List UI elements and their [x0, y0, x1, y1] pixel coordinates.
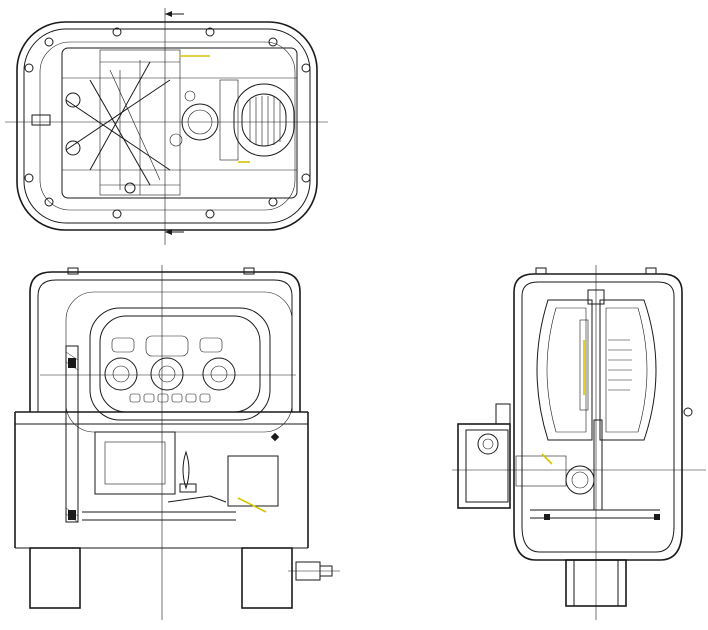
main-gear: [181, 103, 219, 141]
valve-body: [515, 455, 567, 487]
stud: [645, 267, 657, 275]
burner-ports: [104, 335, 236, 391]
valve-block: [94, 431, 176, 495]
left-column: [65, 345, 79, 523]
chamber-slats: [249, 96, 281, 146]
side-attachment: [457, 423, 511, 509]
housing-flange: [39, 41, 296, 211]
left-stub: [31, 114, 51, 126]
gear-left-upper: [65, 92, 81, 108]
connector-block: [219, 79, 239, 161]
front-housing: [29, 271, 301, 412]
highlight-wire: [541, 453, 553, 465]
stud: [67, 267, 79, 275]
housing-inner-outline: [23, 28, 311, 224]
stud: [535, 267, 547, 275]
gas-outlet-box: [227, 455, 279, 507]
arrow-head: [165, 11, 172, 17]
bolt-holes: [24, 27, 311, 219]
arrow-head: [165, 229, 172, 235]
side-housing: [513, 273, 683, 561]
bottom-outlet: [565, 559, 627, 607]
right-cup: [599, 299, 657, 441]
stud: [243, 267, 255, 275]
knob: [477, 433, 499, 455]
gear-left-lower: [65, 140, 81, 156]
right-foot: [241, 547, 293, 609]
left-cup: [536, 299, 593, 441]
gear-bottom: [124, 182, 136, 194]
left-foot: [29, 547, 81, 609]
highlight-wire: [237, 497, 267, 513]
flame-sensor: [182, 450, 190, 490]
bolt: [683, 407, 693, 417]
side-section-view: [452, 265, 706, 620]
mechanism-frame: [61, 47, 298, 199]
chamber-window: [233, 83, 295, 157]
top-cap: [587, 289, 605, 305]
linkage-lattice: [65, 60, 171, 195]
ribs: [608, 339, 632, 391]
diaphragm: [579, 319, 589, 411]
front-section-view: [14, 265, 340, 620]
vent-slots: [129, 393, 211, 403]
top-view: [5, 8, 328, 245]
burner-chamber: [89, 307, 271, 421]
housing-outline: [16, 21, 318, 231]
